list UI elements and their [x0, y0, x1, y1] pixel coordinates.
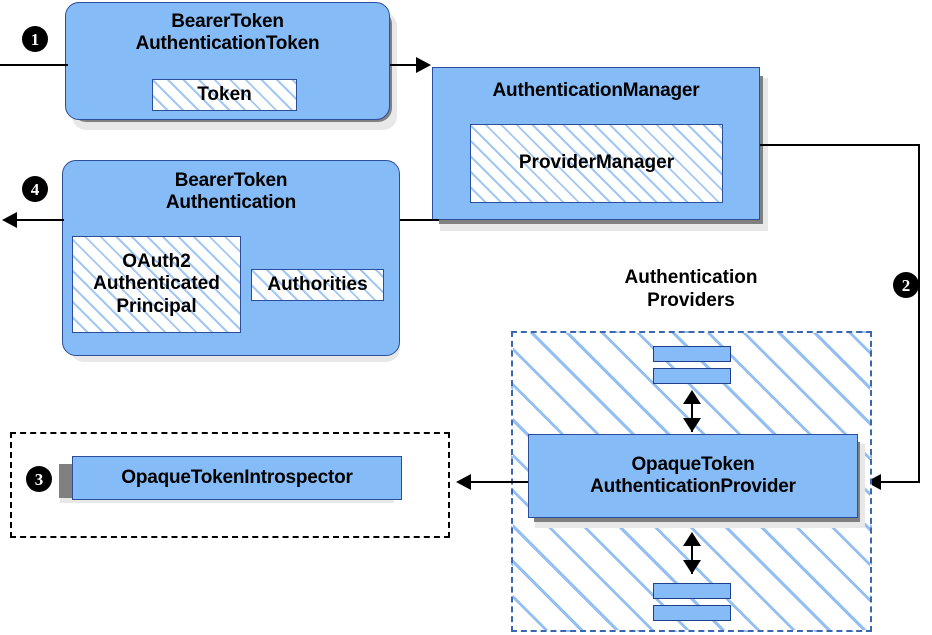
provider-stack-bar-bottom-2: [653, 605, 731, 621]
provider-manager-inner-box[interactable]: ProviderManager: [470, 124, 723, 203]
arrowhead-down-top-link: [683, 418, 701, 432]
arrowhead-down-bottom-link: [683, 560, 701, 574]
provider-stack-bar-top-1: [653, 346, 731, 362]
arrowhead-left-output: [2, 212, 17, 228]
opaque-token-authentication-provider-title: OpaqueToken AuthenticationProvider: [590, 453, 796, 497]
step-marker-4: 4: [22, 176, 48, 202]
provider-stack-bar-bottom-1: [653, 583, 731, 599]
input-line-step-1: [0, 64, 68, 66]
authorities-inner-box[interactable]: Authorities: [251, 269, 384, 301]
opaque-token-authentication-provider-box[interactable]: OpaqueToken AuthenticationProvider: [528, 434, 858, 518]
connector-right-vertical: [918, 144, 920, 482]
bearer-token-authentication-title: BearerToken Authentication: [165, 170, 297, 214]
provider-link-bottom-line: [691, 536, 693, 574]
step-marker-3: 3: [26, 466, 52, 492]
provider-link-top-line: [691, 394, 693, 432]
opaque-token-introspector-container: [10, 432, 450, 538]
arrowhead-up-top-link: [683, 390, 701, 404]
bearer-token-authentication-token-title: BearerToken AuthenticationToken: [135, 11, 320, 55]
authentication-providers-label: Authentication Providers: [624, 267, 758, 311]
connector-manager-right: [760, 144, 920, 146]
arrowhead-up-bottom-link: [683, 532, 701, 546]
opaque-token-introspector-title: OpaqueTokenIntrospector: [121, 466, 353, 488]
step-marker-1: 1: [22, 26, 48, 52]
provider-stack-bar-top-2: [653, 368, 731, 384]
connector-provider-to-introspector: [470, 481, 528, 483]
connector-token-to-manager: [390, 64, 422, 66]
arrowhead-left-to-introspector: [456, 474, 471, 490]
arrowhead-right-to-manager: [416, 57, 431, 73]
token-inner-box[interactable]: Token: [152, 79, 297, 111]
connector-into-provider: [878, 481, 920, 483]
connector-manager-to-authentication: [400, 219, 439, 221]
opaque-token-introspector-box[interactable]: OpaqueTokenIntrospector: [72, 456, 402, 500]
oauth2-authenticated-principal-inner-box[interactable]: OAuth2 Authenticated Principal: [72, 236, 241, 333]
output-line-step-4: [14, 219, 64, 221]
authentication-manager-title: AuthenticationManager: [492, 80, 700, 101]
step-marker-2: 2: [893, 272, 919, 298]
